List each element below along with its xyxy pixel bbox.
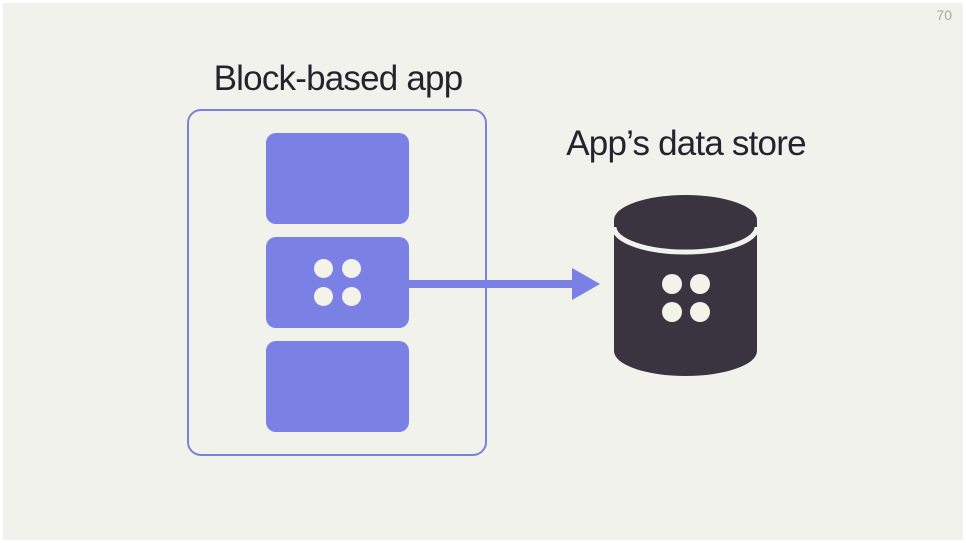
app-block-bottom — [265, 341, 409, 432]
app-block-middle — [265, 237, 409, 328]
dot — [313, 259, 333, 278]
data-store-title: App’s data store — [566, 124, 806, 163]
right-arrow-icon — [406, 268, 600, 300]
page-number: 70 — [936, 7, 952, 23]
app-container — [187, 109, 487, 456]
database-cylinder-icon — [613, 195, 758, 376]
app-title: Block-based app — [213, 59, 464, 98]
app-block-top — [265, 133, 409, 224]
dot — [313, 287, 333, 306]
four-dots-grid-icon — [313, 259, 361, 306]
dot — [341, 259, 361, 278]
dot — [341, 287, 361, 306]
